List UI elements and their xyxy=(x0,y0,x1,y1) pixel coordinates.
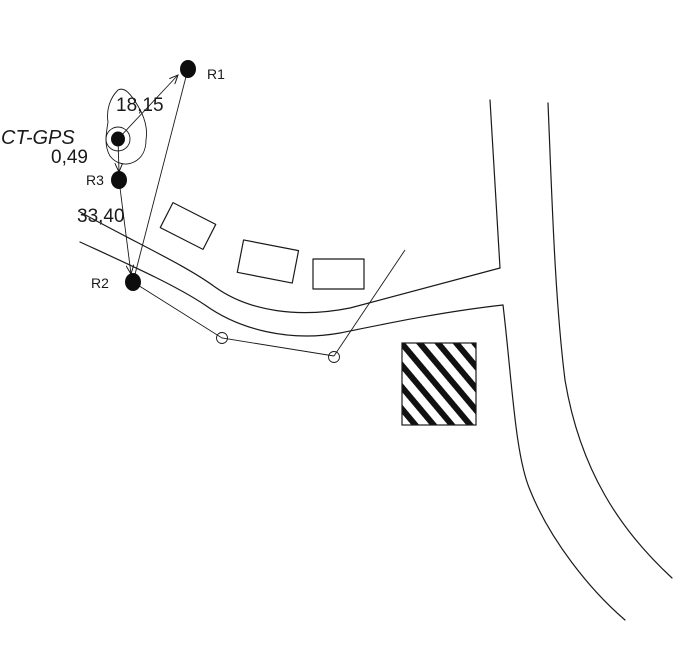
point-r2 xyxy=(125,273,141,291)
point-ct-gps xyxy=(111,131,125,147)
label-r3: R3 xyxy=(86,172,104,188)
distance-gps-r3: 0,49 xyxy=(51,147,88,168)
distance-gps-r1: 18,15 xyxy=(116,95,164,116)
point-r3 xyxy=(111,171,127,189)
label-r1: R1 xyxy=(207,66,225,82)
road-edge-south xyxy=(79,241,504,337)
arrow-r3-to-r2 xyxy=(118,179,131,274)
traverse-marker-2 xyxy=(328,351,340,363)
building-1 xyxy=(159,202,217,250)
line-r1-to-r2 xyxy=(132,68,189,283)
survey-branch-line xyxy=(333,249,406,357)
road-edge-north xyxy=(79,211,501,314)
arrow-gps-to-r1 xyxy=(117,75,178,140)
gps-contour xyxy=(105,88,147,165)
building-2 xyxy=(236,239,300,284)
hatched-area xyxy=(401,342,477,426)
traverse-marker-1 xyxy=(216,332,228,344)
road-edge-west xyxy=(489,99,501,269)
road-edge-west-lower xyxy=(502,304,626,621)
road-edge-east xyxy=(547,102,673,579)
survey-traverse-line xyxy=(132,281,335,357)
label-r2: R2 xyxy=(91,275,109,291)
building-3 xyxy=(312,258,365,290)
label-ct-gps: CT-GPS xyxy=(1,127,75,149)
point-r1 xyxy=(180,60,196,78)
distance-r3-r2: 33,40 xyxy=(77,206,125,227)
